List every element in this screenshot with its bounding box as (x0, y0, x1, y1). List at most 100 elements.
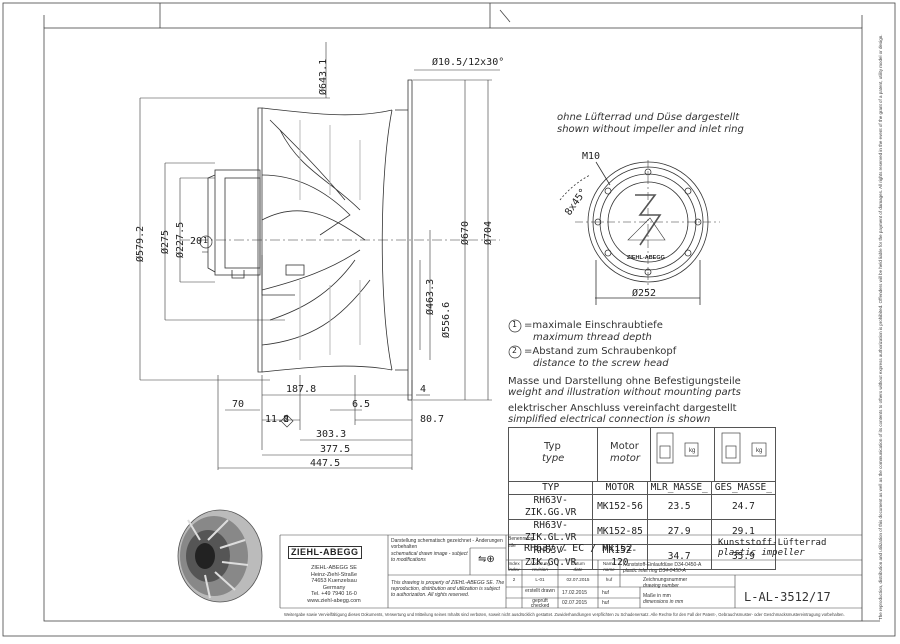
note-mass-de: Masse und Darstellung ohne Befestigungst… (508, 376, 741, 387)
dim-670: Ø670 (460, 220, 471, 245)
revision-cell-text-en: date (573, 566, 583, 572)
note-elec-de: elektrischer Anschluss vereinfacht darge… (508, 403, 737, 414)
dim-303: 303.3 (316, 429, 347, 440)
kg-label-1: kg (689, 448, 696, 454)
impeller-3d-picture (177, 509, 263, 603)
footer-legal: Weitergabe sowie Vervielfältigung dieses… (284, 612, 845, 617)
legend-1-de: =maximale Einschraubtiefe (524, 320, 663, 331)
checked-date: 02.07.2015 (562, 600, 588, 606)
revision-cell-text: 02.07.2015 (566, 577, 590, 582)
type-table-header: Typ type Motor motor kg kg (508, 427, 776, 482)
drawing-no-de: Zeichnungsnummer (643, 577, 688, 583)
checked-label: geprüft checked (530, 598, 550, 609)
impeller-side-view (180, 79, 500, 401)
schematic-en: schematical drawn image - subject to mod… (391, 551, 468, 563)
revision-cell: L-01 (522, 577, 558, 583)
revision-cell-text-en: name (603, 566, 615, 572)
address-line: www.ziehl-abegg.com (307, 597, 361, 604)
schematic-de: Darstellung schematisch gezeichnet - Änd… (391, 538, 503, 550)
dim-275: Ø275 (160, 229, 171, 254)
mass-icons (656, 432, 767, 464)
revision-cell-text: huf (605, 577, 613, 582)
table-cell: 27.9 (646, 519, 712, 545)
dim-643: Ø643.1 (318, 58, 329, 95)
revision-cell-text: Datum (571, 561, 585, 566)
header-motor-de: Motor (610, 441, 639, 452)
dim-227: Ø227.5 (175, 221, 186, 258)
table-cell: RH63V-ZIK.GQ.VR (507, 544, 594, 570)
revision-desc-en: plastic inlet ring D34-0450-A (623, 568, 686, 574)
revision-cell-text: 2 (512, 577, 516, 582)
address-line: Germany (322, 584, 346, 591)
revision-cell-text-en: revision (532, 566, 548, 572)
legend-1-number: 1 (512, 320, 517, 329)
legend-2-en: distance to the screw head (533, 358, 669, 369)
revision-cell-text: L-01 (535, 577, 545, 582)
company-logo: ZIEHL-ABEGG (288, 546, 362, 559)
title-label: title (508, 543, 516, 549)
revision-cell-text: Änderung (530, 561, 550, 566)
dim-252: Ø252 (632, 288, 657, 299)
header-typ-de: Typ (544, 441, 561, 452)
created-label: erstellt drawn (525, 588, 555, 594)
dim-11-8: 11.8 (265, 414, 290, 425)
drawing-subtitle-en: plastic impeller (718, 548, 805, 558)
motor-front-view (559, 160, 720, 305)
schematic-icon: ⇋⊕ (478, 554, 495, 565)
side-legal-text: The reproduction, distribution and utili… (878, 34, 883, 621)
revision-desc-de: Kunststoff-Einlaufdüse D34-0450-A (623, 562, 702, 568)
revision-cell: 2 (506, 577, 522, 583)
benennung-label: Benennung (508, 536, 534, 542)
motor-brand-label: ZIEHL-ABEGG (627, 255, 665, 261)
units-de: Maße in mm (643, 593, 671, 599)
table-cell: RH63V-ZIK.GG.VR (507, 494, 594, 520)
dim-704: Ø704 (483, 220, 494, 245)
dim-447: 447.5 (310, 458, 341, 469)
table-cell: MK152-56 (592, 494, 648, 520)
table-cell: 24.7 (710, 494, 777, 520)
legend-1-en: maximum thread depth (533, 332, 652, 343)
table-cell: MK152-120 (592, 544, 648, 570)
note-view-de: ohne Lüfterrad und Düse dargestellt (557, 112, 740, 123)
table-cell: GES_MASSE_ (710, 481, 777, 495)
created-date: 17.02.2015 (562, 590, 588, 596)
legend-markers (199, 235, 522, 428)
dim-463: Ø463.3 (425, 278, 436, 315)
drawing-title: RH63V / EC / MK152 (524, 543, 633, 554)
table-cell: 23.5 (646, 494, 712, 520)
dim-80-7: 80.7 (420, 414, 445, 425)
revision-cell-text: Index (508, 561, 520, 566)
dim-4: 4 (420, 384, 427, 395)
table-cell: MK152-85 (592, 519, 648, 545)
callout-20: 20 (190, 236, 203, 247)
dim-187: 187.8 (286, 384, 317, 395)
note-mass-en: weight and illustration without mounting… (508, 387, 741, 398)
table-cell: MLR_MASSE_ (646, 481, 712, 495)
dim-bolt-holes: Ø10.5/12x30° (432, 57, 505, 68)
property-note: This drawing is property of ZIEHL-ABEGG … (391, 580, 505, 598)
dimension-lines (139, 42, 500, 470)
drawing-number: L-AL-3512/17 (744, 590, 831, 604)
dim-377: 377.5 (320, 444, 351, 455)
dim-556: Ø556.6 (441, 301, 452, 338)
drawing-subtitle-de: Kunststoff-Lüfterrad (718, 538, 827, 548)
address-line: ZIEHL-ABEGG SE (311, 565, 357, 571)
dim-70: 70 (232, 399, 245, 410)
header-motor-en: motor (610, 453, 641, 464)
note-view-en: shown without impeller and inlet ring (557, 124, 744, 135)
callout-1-marker: 1 (203, 236, 208, 245)
address-line: 74653 Kuenzelsau (311, 578, 357, 584)
dim-6-5: 6.5 (352, 399, 371, 410)
table-cell: 35.9 (710, 544, 777, 570)
note-elec-en: simplified electrical connection is show… (508, 414, 711, 425)
